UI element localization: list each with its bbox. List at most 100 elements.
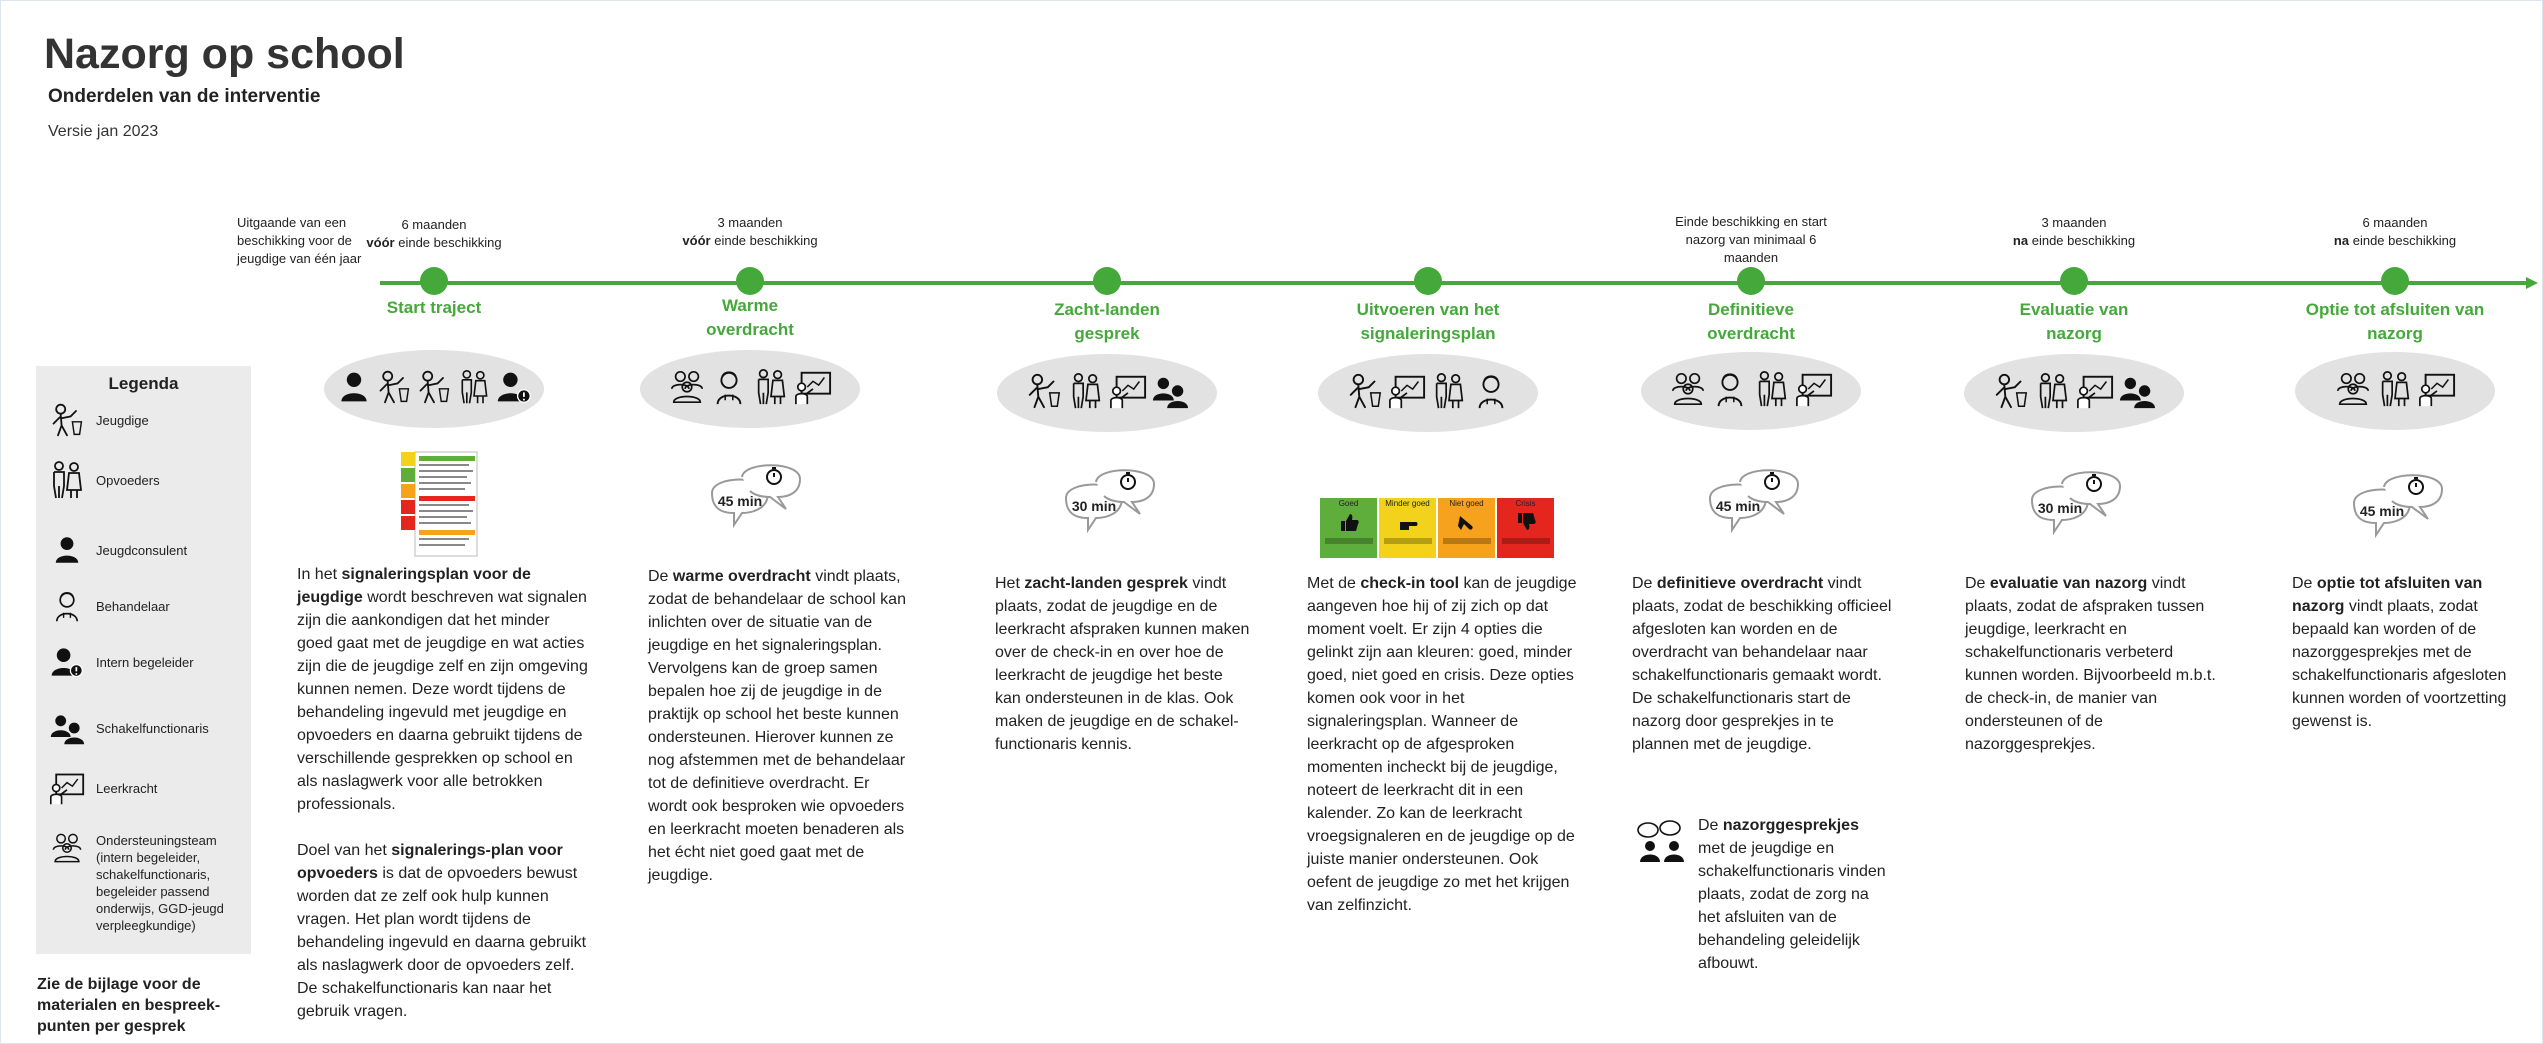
legend-label: Jeugdconsulent: [96, 542, 188, 558]
timeline-arrow: [2526, 277, 2538, 289]
child-icon: [416, 369, 452, 410]
page-subtitle: Onderdelen van de interventie: [48, 86, 321, 107]
checkin-text-lines: [1324, 538, 1373, 544]
stage-roles: [640, 350, 860, 428]
desc-start-traject: In het signaleringsplan voor de jeugdige…: [297, 566, 588, 1020]
teacher-icon: [2076, 372, 2114, 415]
practitioner-icon: [1472, 372, 1510, 415]
stage-title: Zacht-landen gesprek: [1054, 300, 1160, 343]
checkin-label: Crisis: [1515, 499, 1536, 508]
practitioner-icon: [1711, 370, 1749, 413]
speech-bubble-icon: [2352, 474, 2444, 539]
intern-guide-icon: [44, 642, 90, 682]
duration-label: 45 min: [2359, 503, 2405, 519]
desc-nazorggesprekjes: De nazorggesprekjes met de jeugdige en s…: [1698, 817, 1886, 972]
stage-roles: [2295, 352, 2495, 430]
speech-bubble-icon: [1708, 469, 1800, 534]
checkin-text-lines: [1442, 538, 1491, 544]
desc-evaluatie-nazorg: De evaluatie van nazorg vindt plaats, zo…: [1965, 575, 2216, 753]
stage-time-label: Einde beschikking en start nazorg van mi…: [1675, 214, 1827, 265]
support-team-icon: [44, 828, 90, 868]
legend-label: Schakelfunctionaris: [96, 720, 209, 736]
checkin-tool: Goed Minder goed Niet goed Crisis: [1319, 497, 1555, 559]
checkin-option-goed: Goed: [1319, 497, 1378, 559]
timeline-dot: [1414, 267, 1442, 295]
stage-title: Start traject: [386, 298, 482, 317]
liaison-icon: [1151, 372, 1189, 415]
legend-note: Zie de bijlage voor de materialen en bes…: [37, 976, 221, 1035]
timeline-dot: [1737, 267, 1765, 295]
parents-icon: [456, 369, 492, 410]
checkin-label: Goed: [1338, 499, 1359, 508]
support-team-icon: [1669, 370, 1707, 413]
version-label: Versie jan 2023: [48, 123, 159, 140]
legend-label: Opvoeders: [96, 472, 160, 488]
parents-icon: [1430, 372, 1468, 415]
child-icon: [1025, 372, 1063, 415]
consultant-icon: [44, 530, 90, 570]
desc-definitieve-overdracht: De definitieve overdracht vindt plaats, …: [1632, 575, 1892, 753]
desc-optie-afsluiten: De optie tot afsluiten van nazorg vindt …: [2292, 575, 2507, 730]
parents-icon: [2376, 370, 2414, 413]
duration-label: 45 min: [717, 493, 763, 509]
teacher-icon: [44, 768, 90, 808]
legend-panel: Legenda Jeugdige Opvoeders Jeugdconsulen…: [36, 366, 251, 954]
teacher-icon: [1795, 370, 1833, 413]
stage-title: Evaluatie van nazorg: [2019, 300, 2129, 343]
checkin-option-minder-goed: Minder goed: [1378, 497, 1437, 559]
legend-item: Schakelfunctionaris: [44, 708, 249, 748]
checkin-option-niet-goed: Niet goed: [1437, 497, 1496, 559]
duration-bubble: 45 min: [692, 455, 812, 555]
desc-warme-overdracht: De warme overdracht vindt plaats, zodat …: [648, 568, 906, 884]
checkin-option-crisis: Crisis: [1496, 497, 1555, 559]
support-team-icon: [668, 368, 706, 411]
thumbs-up-icon: [1340, 514, 1359, 531]
legend-item: Jeugdige: [44, 400, 249, 440]
parents-icon: [1753, 370, 1791, 413]
duration-bubble: 30 min: [2012, 462, 2132, 562]
timeline-dot: [2381, 267, 2409, 295]
hand-icon: [1399, 522, 1417, 530]
duration-label: 30 min: [1071, 498, 1117, 514]
stage-title: Uitvoeren van het signaleringsplan: [1356, 300, 1500, 343]
practitioner-icon: [44, 586, 90, 626]
hand-tilted-icon: [1457, 516, 1473, 530]
thumbs-down-icon: [1517, 513, 1536, 530]
parents-icon: [44, 460, 90, 500]
checkin-text-lines: [1501, 538, 1550, 544]
signaleringsplan-thumbnail: [401, 451, 478, 557]
liaison-icon: [2118, 372, 2156, 415]
checkin-label: Minder goed: [1385, 499, 1430, 508]
duration-bubble: 45 min: [2334, 465, 2454, 565]
legend-label: Jeugdige: [96, 412, 149, 428]
parents-icon: [1067, 372, 1105, 415]
speech-bubble-icon: [1064, 469, 1156, 534]
teacher-icon: [1109, 372, 1147, 415]
practitioner-icon: [710, 368, 748, 411]
timeline-dot: [736, 267, 764, 295]
teacher-icon: [1388, 372, 1426, 415]
child-icon: [1346, 372, 1384, 415]
desc-signaleringsplan: Met de check-in tool kan de jeugdige aan…: [1307, 575, 1577, 914]
stage-roles: [1641, 352, 1861, 430]
nazorggesprekjes-icon: [1636, 820, 1690, 864]
stage-title: Definitieve overdracht: [1707, 300, 1795, 343]
stage-roles: [1318, 354, 1538, 432]
teacher-icon: [794, 368, 832, 411]
timeline-line: [380, 281, 2530, 285]
child-icon: [44, 400, 90, 440]
duration-label: 30 min: [2037, 500, 2083, 516]
child-icon: [376, 369, 412, 410]
timeline-dot: [420, 267, 448, 295]
duration-label: 45 min: [1715, 498, 1761, 514]
legend-item: Behandelaar: [44, 586, 249, 626]
consultant-icon: [336, 369, 372, 410]
timeline-dot: [2060, 267, 2088, 295]
legend-label: Intern begeleider: [96, 654, 194, 670]
timeline-intro: Uitgaande van een beschikking voor de je…: [237, 215, 362, 266]
support-team-icon: [2334, 370, 2372, 413]
legend-label: Behandelaar: [96, 598, 170, 614]
